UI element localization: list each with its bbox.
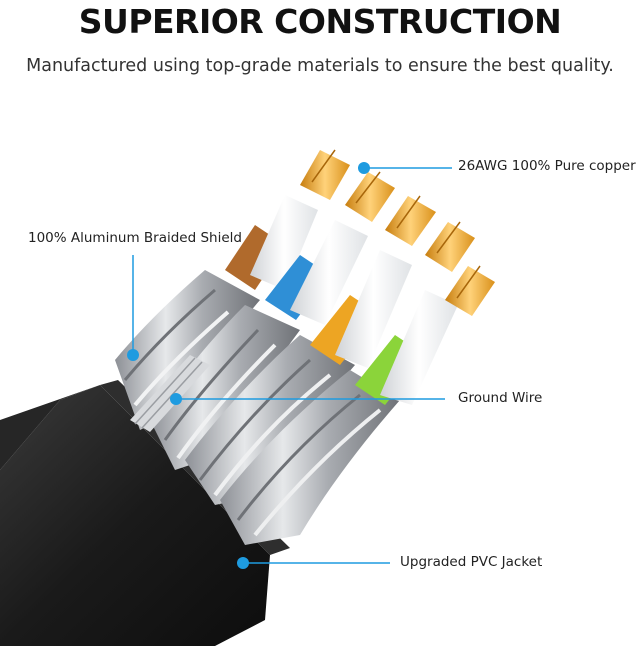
copper-conductors xyxy=(300,149,495,316)
callout-lines xyxy=(127,162,452,569)
copper-callout-dot xyxy=(358,162,370,174)
shield-callout-dot xyxy=(127,349,139,361)
callout-shield-label: 100% Aluminum Braided Shield xyxy=(28,230,242,246)
jacket-callout-dot xyxy=(237,557,249,569)
shielded-pairs xyxy=(115,270,400,545)
page-subtitle: Manufactured using top-grade materials t… xyxy=(26,56,614,76)
page-title: SUPERIOR CONSTRUCTION xyxy=(78,2,562,41)
callout-jacket-label: Upgraded PVC Jacket xyxy=(400,554,543,570)
ground-callout-dot xyxy=(170,393,182,405)
callout-ground-label: Ground Wire xyxy=(458,390,543,406)
callout-copper-label: 26AWG 100% Pure copper xyxy=(458,158,636,174)
colored-pairs xyxy=(225,195,458,405)
